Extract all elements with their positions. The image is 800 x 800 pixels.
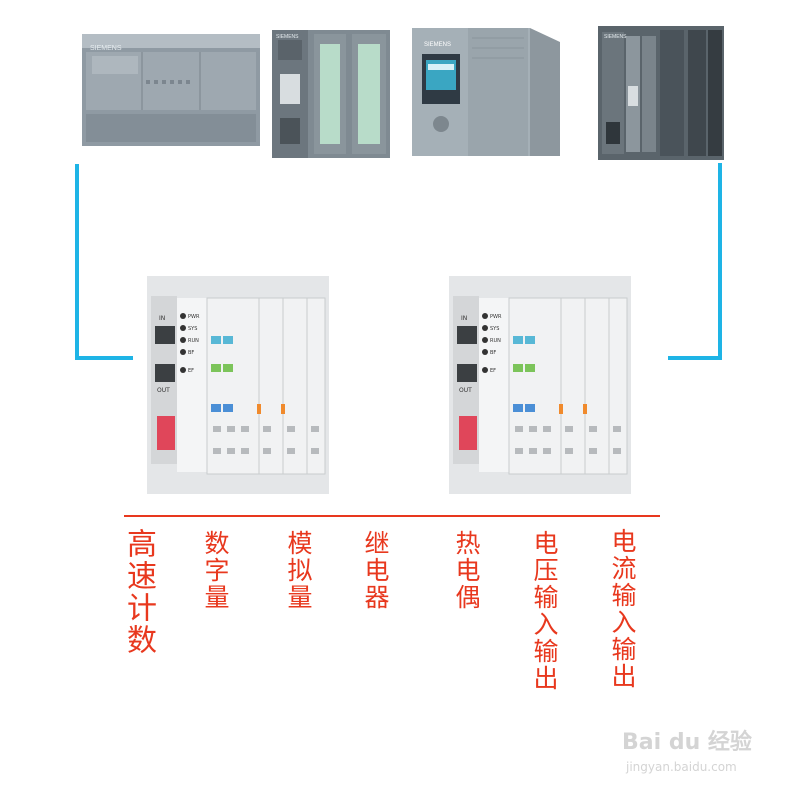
port-out-label-r: OUT xyxy=(459,387,472,394)
io-module-right-image: IN OUT PWR SYS RUN BF EF xyxy=(449,276,631,494)
label-relay: 继电器 xyxy=(361,530,390,611)
led-bf-label-r: BF xyxy=(490,350,496,356)
watermark-url: jingyan.baidu.com xyxy=(626,760,737,774)
plc1-brand: SIEMENS xyxy=(90,45,122,52)
led-sys-label: SYS xyxy=(188,326,197,332)
connection-line-right xyxy=(668,163,722,360)
watermark-logo: Bai du 经验 xyxy=(622,730,752,755)
led-run-label: RUN xyxy=(188,338,199,344)
led-pwr-label-r: PWR xyxy=(490,314,502,320)
port-in-label: IN xyxy=(159,315,165,322)
label-thermocouple: 热电偶 xyxy=(452,530,481,611)
io-module-right: IN OUT PWR SYS RUN BF EF xyxy=(449,276,631,494)
led-ef-label: EF xyxy=(188,368,194,374)
plc-s7-300-image: SIEMENS xyxy=(272,30,390,158)
divider-line xyxy=(124,515,660,517)
plc-s7-1200-image: SIEMENS xyxy=(82,34,260,146)
connection-line-left xyxy=(75,164,133,360)
led-run-label-r: RUN xyxy=(490,338,501,344)
plc-s7-400-image: SIEMENS xyxy=(598,26,724,160)
plc2-brand: SIEMENS xyxy=(276,34,299,40)
led-ef-label-r: EF xyxy=(490,368,496,374)
io-module-left-image: IN OUT PWR SYS RUN BF EF xyxy=(147,276,329,494)
label-digital: 数字量 xyxy=(201,530,230,611)
plc4-brand: SIEMENS xyxy=(604,34,627,40)
label-analog: 模拟量 xyxy=(284,530,313,611)
led-pwr-label: PWR xyxy=(188,314,200,320)
label-voltage-io: 电压输入输出 xyxy=(530,530,559,692)
led-bf-label: BF xyxy=(188,350,194,356)
plc-s7-1500-image: SIEMENS xyxy=(412,28,560,156)
led-sys-label-r: SYS xyxy=(490,326,499,332)
plc3-brand: SIEMENS xyxy=(424,42,451,48)
io-module-left: IN OUT PWR SYS RUN BF EF xyxy=(147,276,329,494)
label-high-speed-counter: 高速计数 xyxy=(121,528,156,656)
port-out-label: OUT xyxy=(157,387,170,394)
label-current-io: 电流输入输出 xyxy=(608,528,637,690)
port-in-label-r: IN xyxy=(461,315,467,322)
